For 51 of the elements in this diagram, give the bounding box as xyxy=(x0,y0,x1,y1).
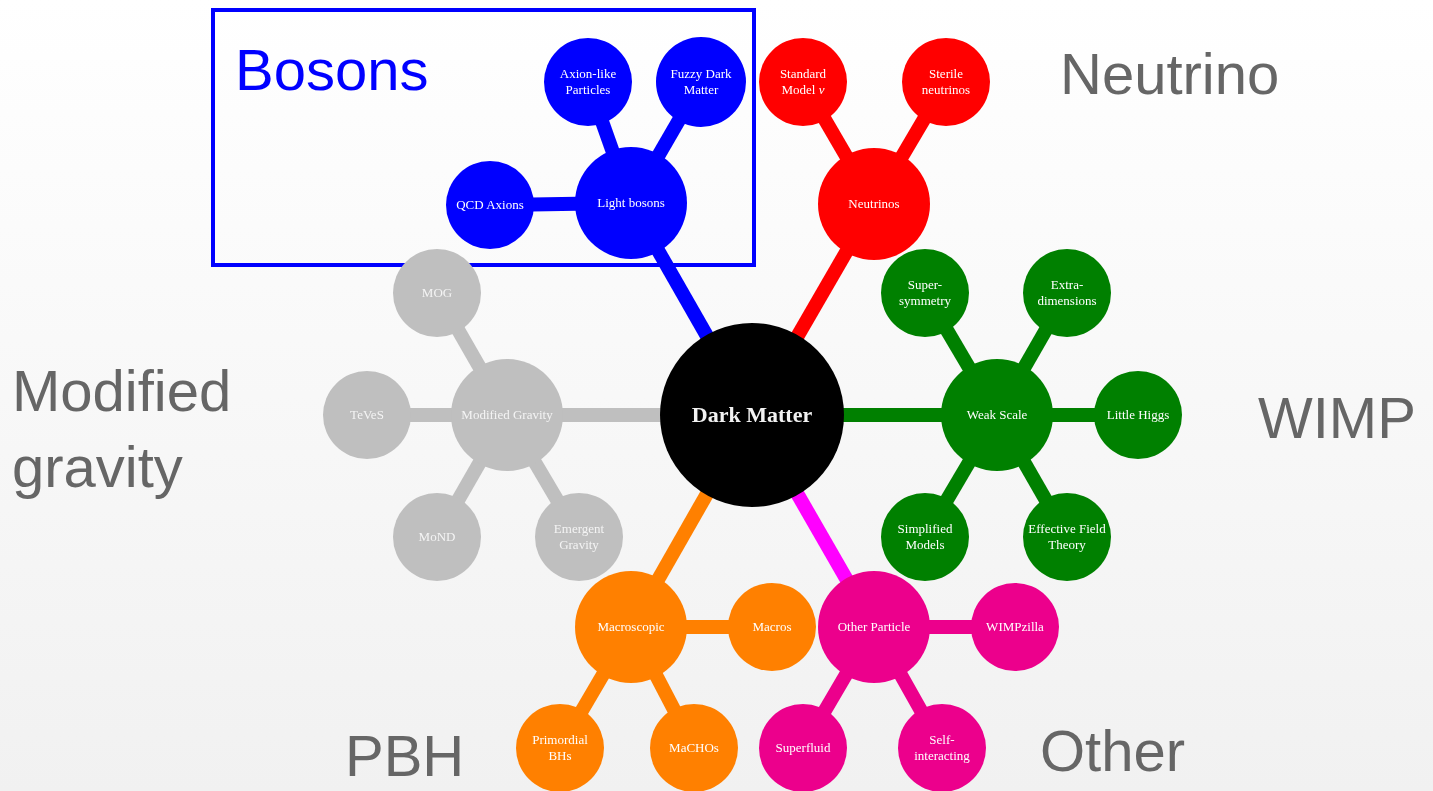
bubble-label: WIMPzilla xyxy=(985,619,1045,635)
bubble-label: Sterile neutrinos xyxy=(920,66,972,98)
branch-connector xyxy=(842,408,943,422)
bubble-label: Weak Scale xyxy=(965,407,1029,423)
category-label: Modified gravity xyxy=(12,357,233,501)
branch-connector xyxy=(451,458,487,505)
category-label: Other xyxy=(1040,717,1186,785)
branch-connector xyxy=(561,408,662,422)
category-label: PBH xyxy=(345,722,465,790)
branch-connector xyxy=(895,114,931,162)
bubble-label: Neutrinos xyxy=(847,196,901,212)
bubble-label: Primordial BHs xyxy=(531,732,589,764)
bubble-label: Little Higgs xyxy=(1105,407,1171,423)
branch-connector xyxy=(685,620,730,634)
branch-connector xyxy=(894,670,928,715)
branch-connector xyxy=(940,457,976,505)
branch-connector xyxy=(451,325,487,372)
branch-connector xyxy=(940,325,976,373)
bubble-label: Macros xyxy=(751,619,793,635)
bubble-label: Simplified Models xyxy=(896,521,954,553)
category-label: Neutrino xyxy=(1060,40,1280,108)
group-frame xyxy=(211,8,756,267)
bubble-label: Other Particle xyxy=(836,619,912,635)
bubble-label: Superfluid xyxy=(774,740,832,756)
bubble-label: MaCHOs xyxy=(668,740,720,756)
bubble-label: Fuzzy Dark Matter xyxy=(669,66,733,98)
branch-connector xyxy=(651,246,714,341)
bubble-label: Effective Field Theory xyxy=(1027,521,1107,553)
branch-connector xyxy=(409,408,453,422)
branch-connector xyxy=(652,115,686,160)
bubble-label: Axion-like Particles xyxy=(558,66,618,98)
bubble-label: Macroscopic xyxy=(596,619,666,635)
bubble-label: QCD Axions xyxy=(455,197,525,213)
branch-connector xyxy=(651,489,714,584)
bubble-label: Super-symmetry xyxy=(898,277,952,309)
category-label: WIMP xyxy=(1258,384,1416,452)
branch-connector xyxy=(595,119,620,155)
branch-connector xyxy=(649,671,681,714)
branch-connector xyxy=(790,489,854,584)
bubble-label: Standard Model ν xyxy=(778,66,828,98)
bubble-label: Extra-dimensions xyxy=(1036,277,1098,309)
branch-connector xyxy=(1017,325,1053,372)
branch-connector xyxy=(528,457,564,505)
branch-connector xyxy=(1017,458,1053,505)
group-heading: Bosons xyxy=(235,38,429,102)
branch-connector xyxy=(791,247,854,341)
bubble-label: Self-interacting xyxy=(913,732,971,764)
branch-connector xyxy=(1051,408,1096,422)
bubble-label: Dark Matter xyxy=(690,402,814,428)
bubble-label: Light bosons xyxy=(596,195,666,211)
branch-connector xyxy=(928,620,973,634)
